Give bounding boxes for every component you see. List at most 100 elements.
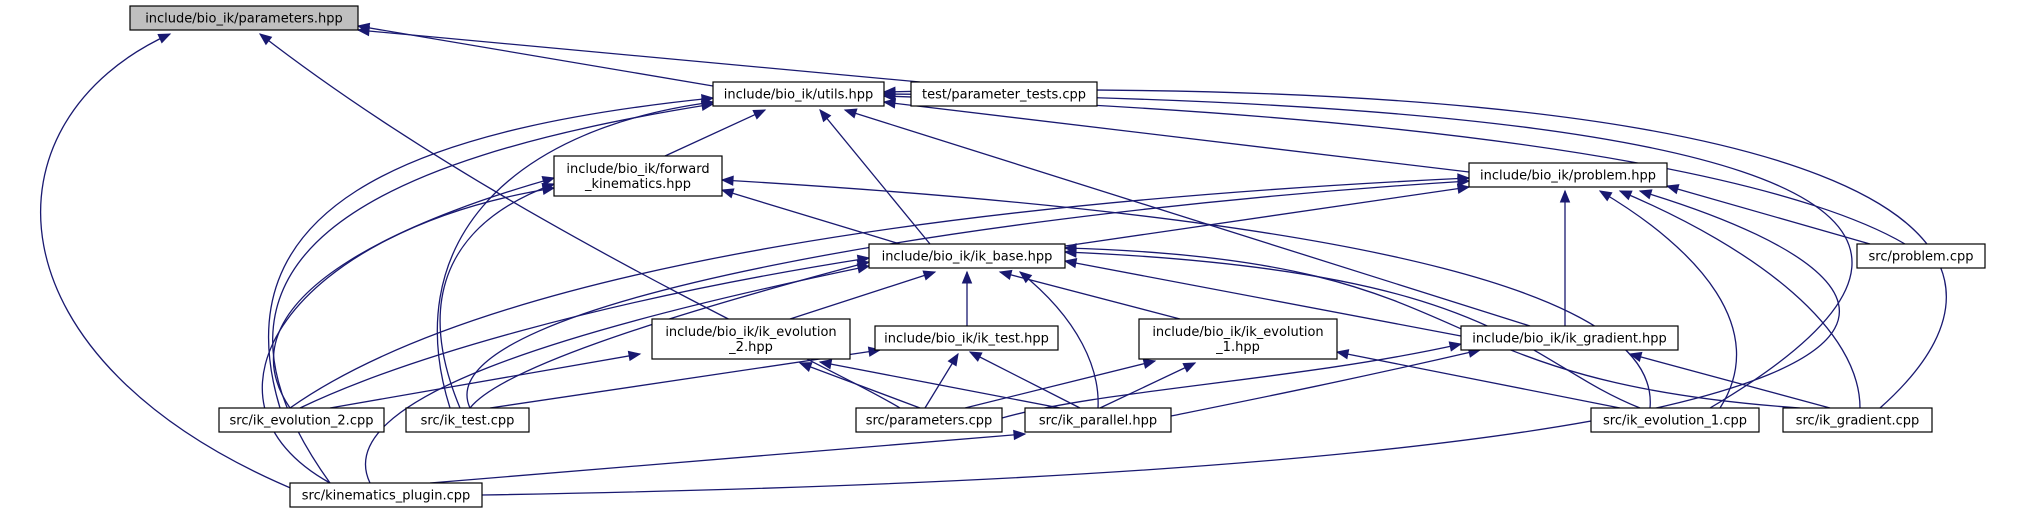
edge-ik_test_hpp-to-ik_base_hpp (961, 270, 973, 326)
node-label: include/bio_ik/parameters.hpp (145, 12, 343, 27)
node-kinematics-plugin-cpp[interactable]: src/kinematics_plugin.cpp (289, 482, 483, 508)
edge-line (261, 187, 555, 484)
arrowhead (856, 263, 871, 274)
node-parameter-tests-cpp[interactable]: test/parameter_tests.cpp (910, 81, 1098, 107)
node-ik-test-cpp[interactable]: src/ik_test.cpp (405, 407, 530, 433)
node-box (218, 407, 385, 433)
nodes-layer: include/bio_ik/parameters.hpp include/bio… (129, 5, 1986, 508)
edge-line (819, 361, 1061, 409)
edge-kinematics_plugin_cpp-to-ik_parallel_hpp (429, 429, 1027, 484)
node-box (868, 243, 1066, 269)
arrowhead (947, 352, 959, 367)
node-box (1138, 318, 1338, 360)
edge-line (819, 109, 931, 245)
arrowhead (961, 270, 973, 284)
node-box (855, 407, 1003, 433)
edge-ik_evolution_1_cpp-to-ik_evolution_1_hpp (1335, 349, 1621, 409)
edge-line (357, 29, 921, 83)
node-label: _kinematics.hpp (584, 177, 691, 192)
node-label: src/kinematics_plugin.cpp (302, 489, 471, 504)
node-label: src/problem.cpp (1869, 250, 1974, 265)
node-ik-evolution-2-cpp[interactable]: src/ik_evolution_2.cpp (218, 407, 385, 433)
arrowhead (818, 359, 833, 370)
node-label: _2.hpp (728, 340, 773, 355)
edge-ik_evolution_2_cpp-to-utils_hpp (268, 93, 715, 409)
node-box (1468, 162, 1668, 188)
edge-ik_evolution_1_cpp-to-forward_kinematics_hpp (720, 175, 1651, 409)
node-ik-test-hpp[interactable]: include/bio_ik/ik_test.hpp (874, 325, 1059, 351)
arrowhead (1182, 362, 1197, 373)
edge-ik_parallel_hpp-to-ik_evolution_1_hpp (1099, 362, 1197, 409)
edge-line (1619, 190, 1861, 409)
arrowhead (1142, 358, 1157, 369)
node-ik-evolution-1-hpp[interactable]: include/bio_ik/ik_evolution_1.hpp (1138, 318, 1338, 360)
edge-ik_base_hpp-to-forward_kinematics_hpp (720, 188, 901, 245)
node-parameters-cpp[interactable]: src/parameters.cpp (855, 407, 1003, 433)
edge-ik_evolution_2_cpp-to-ik_evolution_2_hpp (329, 350, 642, 409)
node-box (1856, 243, 1986, 269)
edge-line (268, 97, 714, 409)
edge-line (1629, 353, 1831, 409)
edge-kinematics_plugin_cpp-to-problem_hpp (481, 189, 1840, 496)
edge-parameters_cpp-to-ik_test_hpp (924, 352, 959, 409)
arrowhead (1335, 349, 1350, 360)
arrowhead (1456, 183, 1471, 194)
node-label: include/bio_ik/ik_evolution (1152, 325, 1323, 340)
node-box (405, 407, 530, 433)
node-ik-base-hpp[interactable]: include/bio_ik/ik_base.hpp (868, 243, 1066, 269)
node-forward-kinematics-hpp[interactable]: include/bio_ik/forward_kinematics.hpp (553, 155, 723, 197)
node-ik-evolution-1-cpp[interactable]: src/ik_evolution_1.cpp (1590, 407, 1760, 433)
edge-line (1064, 260, 1462, 337)
edge-ik_parallel_hpp-to-ik_evolution_2_hpp (818, 359, 1061, 409)
node-box (651, 318, 851, 360)
node-ik-gradient-cpp[interactable]: src/ik_gradient.cpp (1782, 407, 1933, 433)
edge-line (429, 433, 1026, 484)
node-utils-hpp[interactable]: include/bio_ik/utils.hpp (712, 81, 885, 107)
edge-ik_gradient_cpp-to-problem_hpp (1618, 190, 1861, 409)
node-box (129, 5, 359, 31)
arrowhead (882, 86, 896, 97)
node-label: src/ik_evolution_1.cpp (1603, 414, 1747, 429)
node-box (1782, 407, 1933, 433)
node-parameters-hpp[interactable]: include/bio_ik/parameters.hpp (129, 5, 359, 31)
edge-ik_gradient_cpp-to-utils_hpp (882, 86, 1947, 409)
arrowhead (882, 98, 897, 109)
edge-forward_kinematics_hpp-to-utils_hpp (664, 109, 767, 157)
arrowhead (1448, 341, 1463, 352)
arrowhead (843, 108, 858, 119)
arrowhead (720, 175, 734, 186)
node-ik-parallel-hpp[interactable]: src/ik_parallel.hpp (1024, 407, 1172, 433)
edge-ik_gradient_hpp-to-utils_hpp (843, 108, 1531, 327)
node-label: test/parameter_tests.cpp (922, 88, 1086, 103)
arrowhead (1618, 190, 1633, 201)
arrowhead (541, 184, 556, 195)
node-box (553, 155, 723, 197)
arrowhead (627, 350, 642, 362)
node-label: include/bio_ik/ik_evolution (665, 325, 836, 340)
arrowhead (258, 33, 273, 46)
edge-kinematics_plugin_cpp-to-forward_kinematics_hpp (261, 184, 556, 484)
node-box (712, 81, 885, 107)
edge-line (799, 362, 921, 409)
edge-ik_evolution_1_cpp-to-problem_hpp (1598, 190, 1738, 409)
arrowhead (1559, 189, 1571, 203)
node-problem-cpp[interactable]: src/problem.cpp (1856, 243, 1986, 269)
node-label: include/bio_ik/ik_gradient.hpp (1472, 332, 1667, 347)
edge-ik_gradient_cpp-to-ik_gradient_hpp (1628, 351, 1831, 409)
node-box (1590, 407, 1760, 433)
edge-line (40, 33, 301, 493)
arrowhead (998, 269, 1013, 280)
arrowhead (1457, 176, 1471, 187)
edge-parameters_cpp-to-ik_evolution_1_hpp (964, 358, 1157, 409)
arrowhead (819, 108, 832, 123)
edge-utils_hpp-to-parameters_hpp (356, 22, 714, 87)
arrowhead (1063, 257, 1078, 269)
arrowhead (1638, 189, 1653, 200)
node-box (1024, 407, 1172, 433)
node-problem-hpp[interactable]: include/bio_ik/problem.hpp (1468, 162, 1668, 188)
edge-line (789, 271, 936, 320)
node-ik-evolution-2-hpp[interactable]: include/bio_ik/ik_evolution_2.hpp (651, 318, 851, 360)
edge-parameters_cpp-to-ik_evolution_2_hpp (798, 362, 921, 409)
node-ik-gradient-hpp[interactable]: include/bio_ik/ik_gradient.hpp (1460, 325, 1679, 351)
edge-ik_gradient_hpp-to-ik_base_hpp (1063, 257, 1462, 337)
